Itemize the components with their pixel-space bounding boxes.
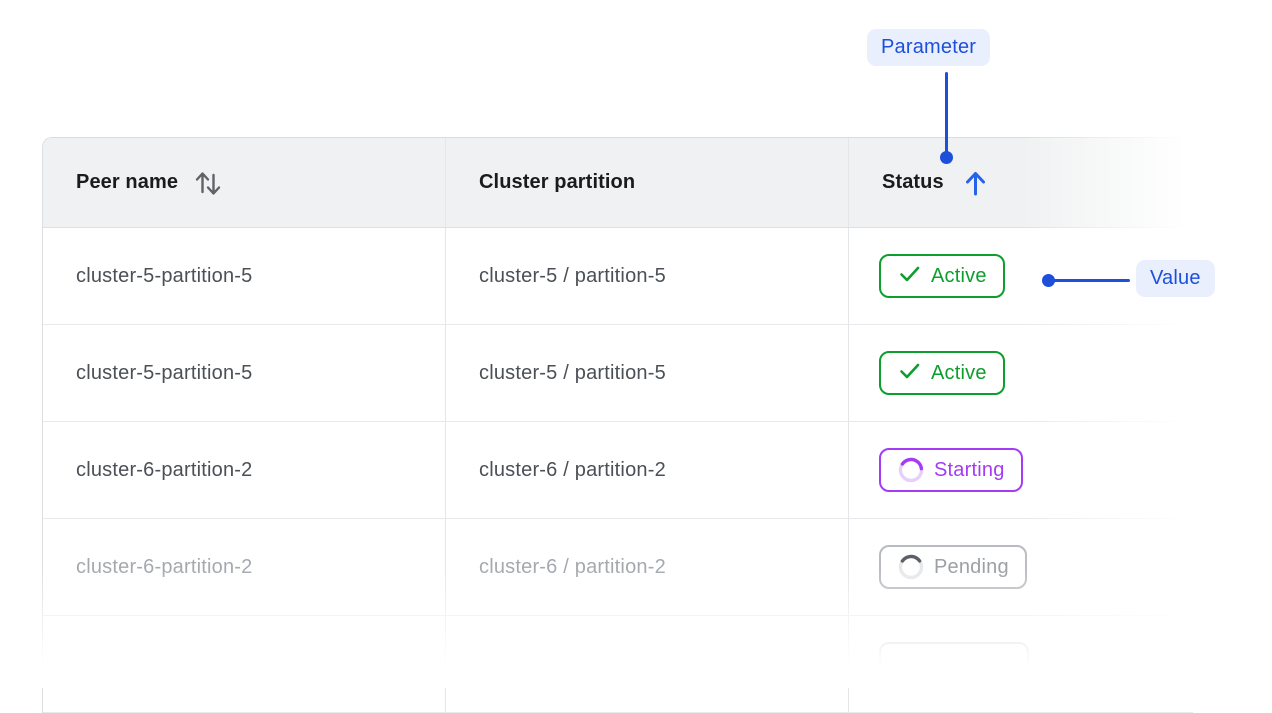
value-callout-line [1052, 279, 1130, 282]
column-header-label: Cluster partition [479, 171, 636, 193]
parameter-callout-line [945, 72, 948, 154]
parameter-callout-dot [940, 151, 953, 164]
status-badge-active: Active [879, 254, 1005, 298]
cluster-partition-cell [446, 616, 849, 712]
peer-name-cell: cluster-5-partition-5 [43, 228, 446, 324]
peer-name-cell: cluster-6-partition-2 [43, 422, 446, 518]
cluster-partition-cell: cluster-5 / partition-5 [446, 228, 849, 324]
table-row: cluster-5-partition-5 cluster-5 / partit… [43, 228, 1193, 325]
value-callout-label: Value [1136, 260, 1215, 297]
spinner-icon [897, 456, 925, 484]
status-cell: Active [849, 228, 1193, 324]
status-badge-starting: Starting [879, 448, 1023, 492]
status-badge-active: Active [879, 351, 1005, 395]
status-cell [849, 616, 1193, 712]
column-header-peer-name[interactable]: Peer name [43, 138, 446, 227]
column-header-status[interactable]: Status [849, 138, 1193, 227]
status-badge-label: Starting [934, 458, 1005, 481]
table-header-row: Peer name Cluster partition Status [43, 138, 1193, 228]
peers-table: Peer name Cluster partition Status clust… [42, 137, 1193, 713]
table-row: cluster-6-partition-2 cluster-6 / partit… [43, 422, 1193, 519]
peer-name-cell [43, 616, 446, 712]
status-cell: Starting [849, 422, 1193, 518]
check-icon [897, 261, 922, 292]
peer-name-cell: cluster-5-partition-5 [43, 325, 446, 421]
check-icon [897, 358, 922, 389]
table-row: cluster-6-partition-2 cluster-6 / partit… [43, 519, 1193, 616]
status-badge-label: Active [931, 361, 987, 384]
status-badge-label: Active [931, 264, 987, 287]
table-row [43, 616, 1193, 713]
arrow-up-icon[interactable] [962, 168, 990, 198]
cluster-partition-cell: cluster-6 / partition-2 [446, 519, 849, 615]
status-cell: Active [849, 325, 1193, 421]
status-badge-ghost [879, 642, 1029, 686]
spinner-icon [897, 553, 925, 581]
peer-name-cell: cluster-6-partition-2 [43, 519, 446, 615]
status-badge-pending: Pending [879, 545, 1027, 589]
sort-arrows-icon[interactable] [193, 166, 223, 200]
column-header-label: Status [882, 171, 944, 193]
status-badge-label: Pending [934, 555, 1009, 578]
table-row: cluster-5-partition-5 cluster-5 / partit… [43, 325, 1193, 422]
column-header-cluster-partition[interactable]: Cluster partition [446, 138, 849, 227]
status-cell: Pending [849, 519, 1193, 615]
cluster-partition-cell: cluster-5 / partition-5 [446, 325, 849, 421]
column-header-label: Peer name [76, 171, 179, 193]
parameter-callout-label: Parameter [867, 29, 991, 66]
value-callout-dot [1042, 274, 1055, 287]
cluster-partition-cell: cluster-6 / partition-2 [446, 422, 849, 518]
